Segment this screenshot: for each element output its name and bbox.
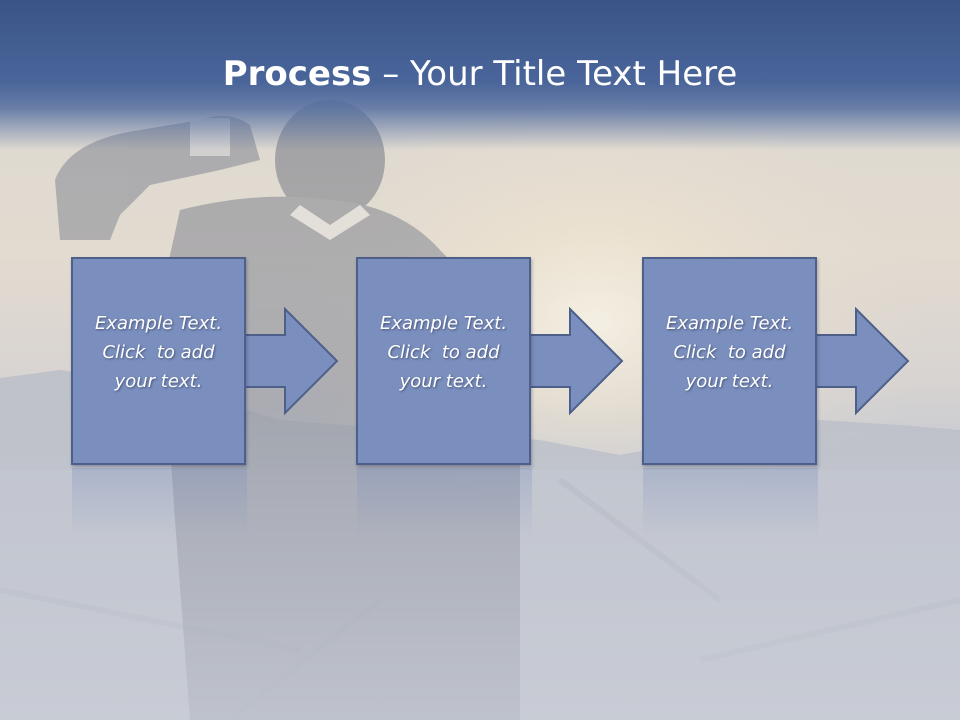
step-2-line-1: Example Text.: [379, 313, 508, 334]
title-rest-text: – Your Title Text Here: [371, 54, 738, 94]
process-step-2[interactable]: Example Text. Click to add your text.: [356, 257, 624, 465]
step-1-line-2: Click to add: [102, 342, 215, 363]
step-2-text[interactable]: Example Text. Click to add your text.: [356, 309, 531, 396]
process-step-3[interactable]: Example Text. Click to add your text.: [642, 257, 910, 465]
step-1-line-1: Example Text.: [94, 313, 223, 334]
step-3-text[interactable]: Example Text. Click to add your text.: [642, 309, 817, 396]
step-2-line-2: Click to add: [387, 342, 500, 363]
process-step-1[interactable]: Example Text. Click to add your text.: [71, 257, 339, 465]
title-bold-text: Process: [222, 54, 372, 94]
step-2-reflection: [357, 468, 532, 538]
step-3-arrow-icon: [814, 307, 910, 416]
step-3-line-3: your text.: [685, 371, 774, 392]
step-3-line-2: Click to add: [673, 342, 786, 363]
step-2-line-3: your text.: [399, 371, 488, 392]
slide-title[interactable]: Process – Your Title Text Here: [0, 52, 960, 96]
step-1-arrow-icon: [243, 307, 339, 416]
step-2-arrow-icon: [528, 307, 624, 416]
title-bar: [0, 0, 960, 150]
step-2-box: [356, 257, 531, 465]
step-1-reflection: [72, 468, 247, 538]
step-1-text[interactable]: Example Text. Click to add your text.: [71, 309, 246, 396]
step-1-box: [71, 257, 246, 465]
step-3-box: [642, 257, 817, 465]
step-3-line-1: Example Text.: [665, 313, 794, 334]
step-3-reflection: [643, 468, 818, 538]
step-1-line-3: your text.: [114, 371, 203, 392]
